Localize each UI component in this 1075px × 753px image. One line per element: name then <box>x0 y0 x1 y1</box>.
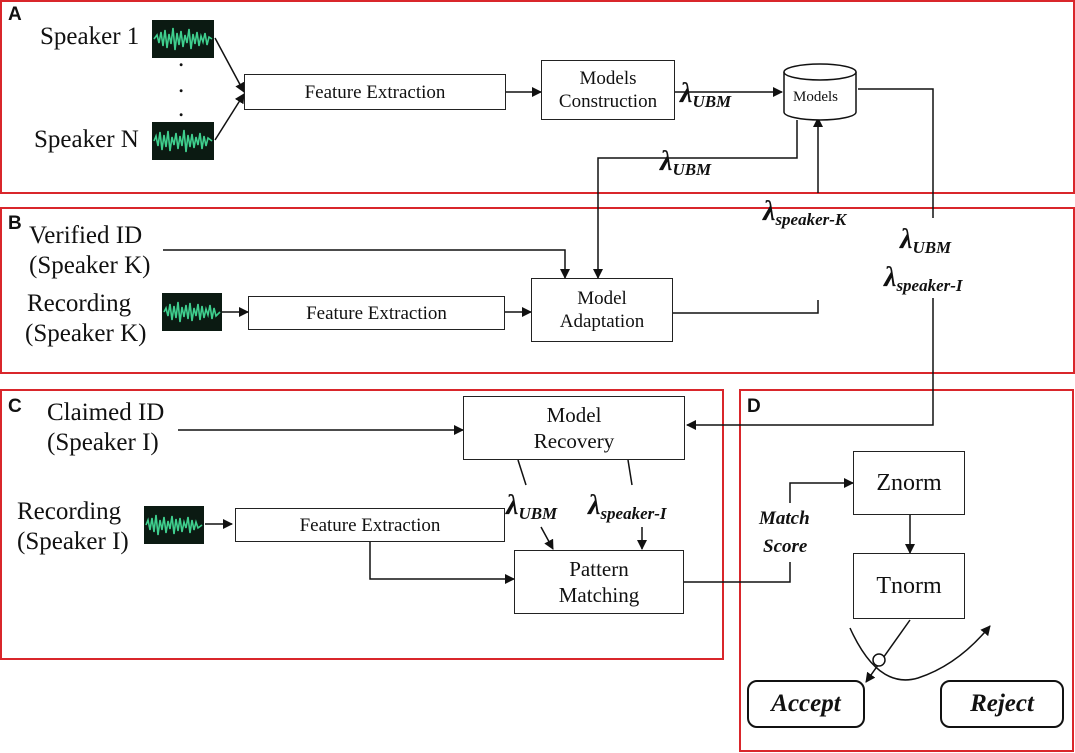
feature-extraction-box-b: Feature Extraction <box>248 296 505 330</box>
recording-b-line2: (Speaker K) <box>25 320 147 347</box>
lambda-ubm-to-adaptation: λUBM <box>660 146 712 179</box>
ellipsis-dot-1: . <box>178 45 185 72</box>
accept-box: Accept <box>747 680 865 728</box>
recording-c-line1: Recording <box>17 498 122 525</box>
lambda-ubm-a: λUBM <box>680 78 732 111</box>
model-adaptation-line2: Adaptation <box>559 311 645 332</box>
arrow-ubm-to-matching <box>540 526 554 550</box>
models-construction-line1: Models <box>579 68 637 89</box>
speaker-1-label: Speaker 1 <box>40 23 140 50</box>
znorm-box: Znorm <box>853 451 965 515</box>
feature-extraction-box-a: Feature Extraction <box>244 74 506 110</box>
verified-id-line1: Verified ID <box>29 222 143 249</box>
recording-c-line2: (Speaker I) <box>17 528 129 555</box>
models-database-label: Models <box>793 89 838 105</box>
arrow-recovery-ubm-to-matching <box>517 459 527 486</box>
line-models-to-model-recovery <box>858 88 934 218</box>
lambda-ubm-c: λUBM <box>506 490 558 523</box>
line-models-to-model-recovery-lower <box>686 298 934 430</box>
claimed-id-line2: (Speaker I) <box>47 429 159 456</box>
arrow-verified-to-adaptation <box>163 249 570 279</box>
reject-box: Reject <box>940 680 1064 728</box>
panel-d <box>739 389 1074 752</box>
lambda-ubm-recovery: λUBM <box>900 224 952 257</box>
znorm-label: Znorm <box>876 469 942 496</box>
match-score-line2: Score <box>763 536 808 557</box>
verified-id-line2: (Speaker K) <box>29 252 151 279</box>
match-score-line1: Match <box>759 508 810 529</box>
accept-label: Accept <box>771 690 841 717</box>
claimed-id-line1: Claimed ID <box>47 399 165 426</box>
arrow-speaker1-to-feature <box>214 37 245 93</box>
ellipsis-dot-3: . <box>178 95 185 122</box>
panel-b <box>0 207 1075 374</box>
arrow-recovery-speaker-to-matching <box>627 459 633 486</box>
pattern-matching-line1: Pattern <box>569 557 629 581</box>
decision-arc <box>849 625 991 681</box>
model-recovery-box: Model Recovery <box>463 396 685 460</box>
ellipsis-dot-2: . <box>178 71 185 98</box>
arrow-matching-to-znorm <box>684 562 791 583</box>
waveform-recording-b <box>162 293 222 331</box>
arrow-feature-c-to-matching <box>369 542 515 584</box>
arrow-score-to-znorm <box>789 478 854 503</box>
panel-c <box>0 389 724 660</box>
lambda-speaker-k: λspeaker-K <box>763 196 847 229</box>
models-construction-box: Models Construction <box>541 60 675 120</box>
feature-extraction-label-c: Feature Extraction <box>299 514 441 536</box>
lambda-speaker-i-recovery: λspeaker-I <box>884 262 963 295</box>
arrow-models-to-adaptation <box>593 120 798 279</box>
panel-a <box>0 0 1075 194</box>
tnorm-label: Tnorm <box>876 572 942 599</box>
models-construction-line2: Construction <box>558 91 658 112</box>
tnorm-box: Tnorm <box>853 553 965 619</box>
arrow-speakerN-to-feature <box>214 93 245 141</box>
speaker-n-label: Speaker N <box>34 126 139 153</box>
recording-b-line1: Recording <box>27 290 132 317</box>
waveform-speaker-1 <box>152 20 214 58</box>
models-database-icon <box>783 63 857 121</box>
panel-c-label: C <box>8 396 22 417</box>
panel-a-label: A <box>8 4 22 25</box>
model-recovery-line2: Recovery <box>533 429 615 453</box>
feature-extraction-label-b: Feature Extraction <box>306 302 447 324</box>
model-adaptation-box: Model Adaptation <box>531 278 673 342</box>
model-adaptation-line1: Model <box>577 288 627 309</box>
model-recovery-line1: Model <box>546 403 602 427</box>
decision-pivot <box>872 653 886 667</box>
pattern-matching-box: Pattern Matching <box>514 550 684 614</box>
pattern-matching-line2: Matching <box>558 583 640 607</box>
feature-extraction-label-a: Feature Extraction <box>304 81 446 103</box>
lambda-speaker-i-c: λspeaker-I <box>588 490 667 523</box>
panel-b-label: B <box>8 213 22 234</box>
panel-d-label: D <box>747 396 761 417</box>
waveform-speaker-n <box>152 122 214 160</box>
waveform-recording-c <box>144 506 204 544</box>
feature-extraction-box-c: Feature Extraction <box>235 508 505 542</box>
arrow-adaptation-to-models <box>673 300 819 314</box>
reject-label: Reject <box>970 690 1034 717</box>
decision-line <box>865 619 911 683</box>
